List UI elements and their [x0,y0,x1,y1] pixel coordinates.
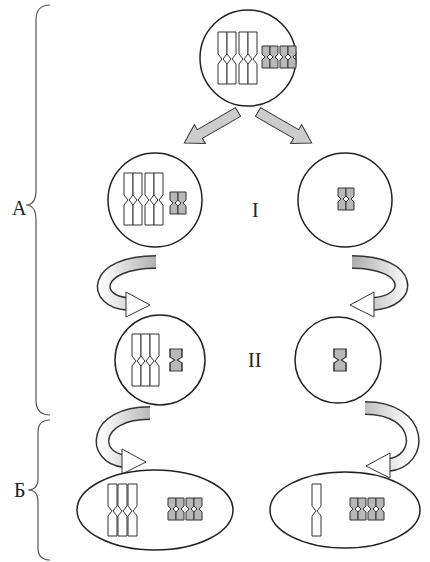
brace [28,420,50,560]
zygote [77,470,233,550]
curved-arrow [350,262,401,317]
cell [115,315,205,405]
stage-label: А [12,198,26,218]
stage-label: Б [14,480,25,500]
curved-arrow [103,413,150,474]
chromosomes [132,334,346,386]
cell [108,153,202,247]
stage-label: II [248,350,261,370]
stage-label: I [252,200,259,220]
division-arrow [179,102,244,152]
chromosomes [124,173,354,225]
zygote [270,472,420,548]
division-arrow [253,102,318,152]
cell [298,153,392,247]
cell [295,317,381,403]
brace [26,5,50,415]
curved-arrow [104,262,156,317]
chromosomes [218,32,296,84]
cell [200,10,296,106]
curved-arrow [365,408,413,478]
chromosomes [108,484,384,536]
